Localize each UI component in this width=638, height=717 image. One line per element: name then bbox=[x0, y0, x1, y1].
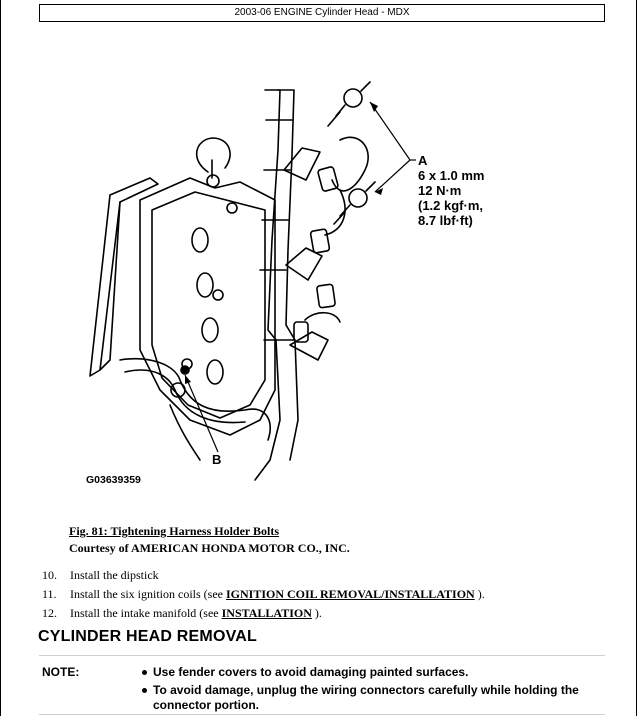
callout-b-label: B bbox=[212, 452, 222, 467]
note-list: Use fender covers to avoid damaging pain… bbox=[139, 665, 605, 716]
step-item: 10. Install the dipstick bbox=[42, 566, 485, 585]
step-text: Install the intake manifold (see bbox=[70, 606, 222, 620]
step-number: 12. bbox=[42, 606, 57, 620]
step-item: 12. Install the intake manifold (see INS… bbox=[42, 604, 485, 623]
figure-caption-credit: Courtesy of AMERICAN HONDA MOTOR CO., IN… bbox=[69, 541, 350, 555]
note-item: To avoid damage, unplug the wiring conne… bbox=[139, 683, 605, 713]
ignition-coil-link[interactable]: IGNITION COIL REMOVAL/INSTALLATION bbox=[225, 587, 475, 601]
note-label: NOTE: bbox=[42, 665, 80, 679]
note-item: Use fender covers to avoid damaging pain… bbox=[139, 665, 605, 680]
callout-a-line: (1.2 kgf·m, bbox=[418, 198, 484, 213]
callout-a-line: 6 x 1.0 mm bbox=[418, 168, 485, 183]
step-number: 10. bbox=[42, 568, 57, 582]
figure-caption: Fig. 81: Tightening Harness Holder Bolts… bbox=[69, 523, 350, 557]
callout-a-letter: A bbox=[418, 153, 428, 168]
note-bottom-rule bbox=[39, 714, 605, 715]
step-text: Install the six ignition coils (see bbox=[70, 587, 226, 601]
page-left-border bbox=[0, 0, 1, 716]
note-box: NOTE: Use fender covers to avoid damagin… bbox=[39, 655, 605, 717]
step-text-after: ). bbox=[474, 587, 485, 601]
section-heading: CYLINDER HEAD REMOVAL bbox=[38, 628, 258, 645]
step-text-after: ). bbox=[311, 606, 322, 620]
installation-link[interactable]: INSTALLATION bbox=[221, 606, 312, 620]
callout-a-label: A 6 x 1.0 mm 12 N·m (1.2 kgf·m, 8.7 lbf·… bbox=[418, 153, 485, 228]
step-number: 11. bbox=[42, 587, 57, 601]
engine-illustration bbox=[89, 81, 416, 481]
figure-code: G03639359 bbox=[86, 474, 141, 486]
installation-steps: 10. Install the dipstick 11. Install the… bbox=[42, 566, 485, 623]
callout-a-line: 12 N·m bbox=[418, 183, 462, 198]
page-right-border bbox=[636, 0, 637, 716]
step-item: 11. Install the six ignition coils (see … bbox=[42, 585, 485, 604]
step-text: Install the dipstick bbox=[70, 568, 159, 582]
callout-a-line: 8.7 lbf·ft) bbox=[418, 213, 473, 228]
page-header: 2003-06 ENGINE Cylinder Head - MDX bbox=[39, 4, 605, 22]
figure-caption-title: Fig. 81: Tightening Harness Holder Bolts bbox=[69, 524, 280, 538]
